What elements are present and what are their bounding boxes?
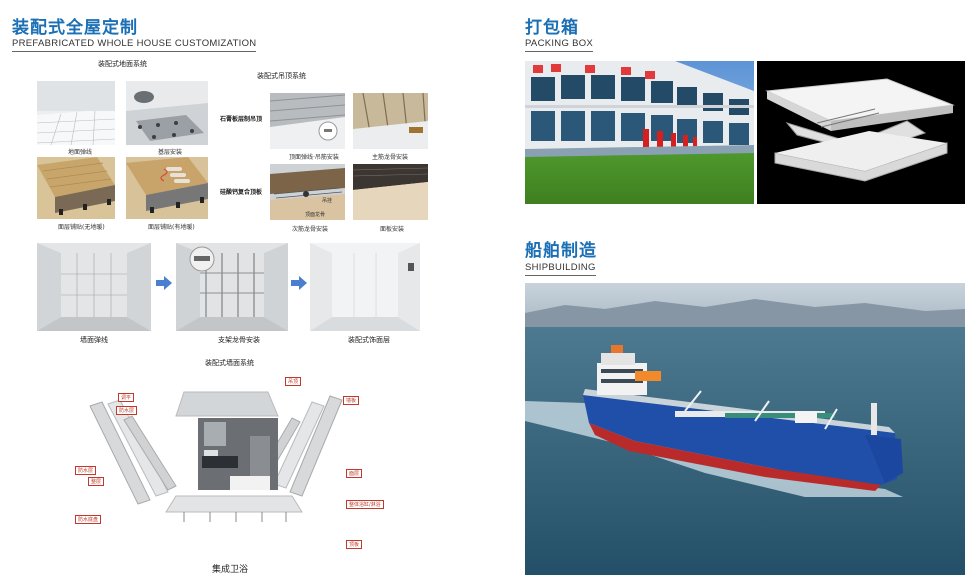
bath-tag-waterproof-1: 防水层 <box>116 406 138 415</box>
floor-step-2-caption: 基层安装 <box>158 149 183 156</box>
packing-box-3d-photo <box>757 61 965 204</box>
wall-step-2-image <box>176 243 288 331</box>
section-subtitle-customization: PREFABRICATED WHOLE HOUSE CUSTOMIZATION <box>12 38 257 52</box>
ceiling-step-1-image <box>270 93 345 149</box>
ceiling-label-gypsum: 石膏板层制吊顶 <box>220 116 263 123</box>
bath-tag-top: 顶板 <box>346 540 363 549</box>
bath-tag-layer: 整层 <box>88 477 105 486</box>
bath-tag-wall: 墙板 <box>343 396 360 405</box>
bath-system-footer: 集成卫浴 <box>212 565 249 575</box>
floor-step-1-caption: 地面弹线 <box>68 149 93 156</box>
bathroom-exploded-diagram <box>80 376 370 546</box>
section-title-customization: 装配式全屋定制 <box>12 18 138 38</box>
ceiling-step-2-image <box>353 93 428 149</box>
section-subtitle-packing: PACKING BOX <box>525 38 594 52</box>
bath-system-heading: 装配式墙面系统 <box>205 359 254 367</box>
packing-box-building-photo <box>525 61 754 204</box>
ceiling-step-3-image <box>270 164 345 220</box>
ceiling-system-heading: 装配式吊顶系统 <box>257 72 306 80</box>
ceiling-label-calcium: 硅酸钙复合顶板 <box>220 189 263 196</box>
wall-step-2-caption: 支架龙骨安装 <box>218 336 260 344</box>
wall-step-3-caption: 装配式饰面层 <box>348 336 390 344</box>
ceiling-step-3-caption: 次筋龙骨安装 <box>292 226 329 233</box>
floor-system-heading: 装配式地面系统 <box>98 60 147 68</box>
wall-step-1-caption: 墙面弹线 <box>80 336 108 344</box>
ceiling-step-4-image <box>353 164 428 220</box>
floor-step-2-image <box>126 81 208 145</box>
bath-tag-shower: 整体浴缸/淋浴 <box>346 500 384 509</box>
ship-photo <box>525 283 965 575</box>
bath-tag-waterproof-base: 防水底盘 <box>75 515 102 524</box>
bath-tag-level: 调平 <box>118 393 135 402</box>
ceiling-callout-keel: 顶面龙骨 <box>305 212 326 218</box>
bath-tag-surface: 面层 <box>346 469 363 478</box>
floor-step-3-caption: 面层铺贴(无地暖) <box>58 224 105 231</box>
floor-step-1-image <box>37 81 115 145</box>
bath-tag-waterproof-2: 防水层 <box>75 466 97 475</box>
floor-step-4-caption: 面层铺贴(有地暖) <box>148 224 195 231</box>
ceiling-step-4-caption: 面板安装 <box>380 226 405 233</box>
arrow-right-icon <box>156 276 172 290</box>
section-subtitle-ship: SHIPBUILDING <box>525 262 596 276</box>
ceiling-step-1-caption: 顶面弹线·吊筋安装 <box>289 154 339 161</box>
wall-step-3-image <box>310 243 420 331</box>
floor-step-4-image <box>126 157 208 219</box>
wall-step-1-image <box>37 243 151 331</box>
ceiling-step-2-caption: 主筋龙骨安装 <box>372 154 409 161</box>
bath-tag-ceiling: 吊顶 <box>285 377 302 386</box>
section-title-packing: 打包箱 <box>525 18 579 38</box>
section-title-ship: 船舶制造 <box>525 241 597 261</box>
ceiling-callout-hanger: 吊挂 <box>322 198 333 204</box>
floor-step-3-image <box>37 157 115 219</box>
arrow-right-icon <box>291 276 307 290</box>
